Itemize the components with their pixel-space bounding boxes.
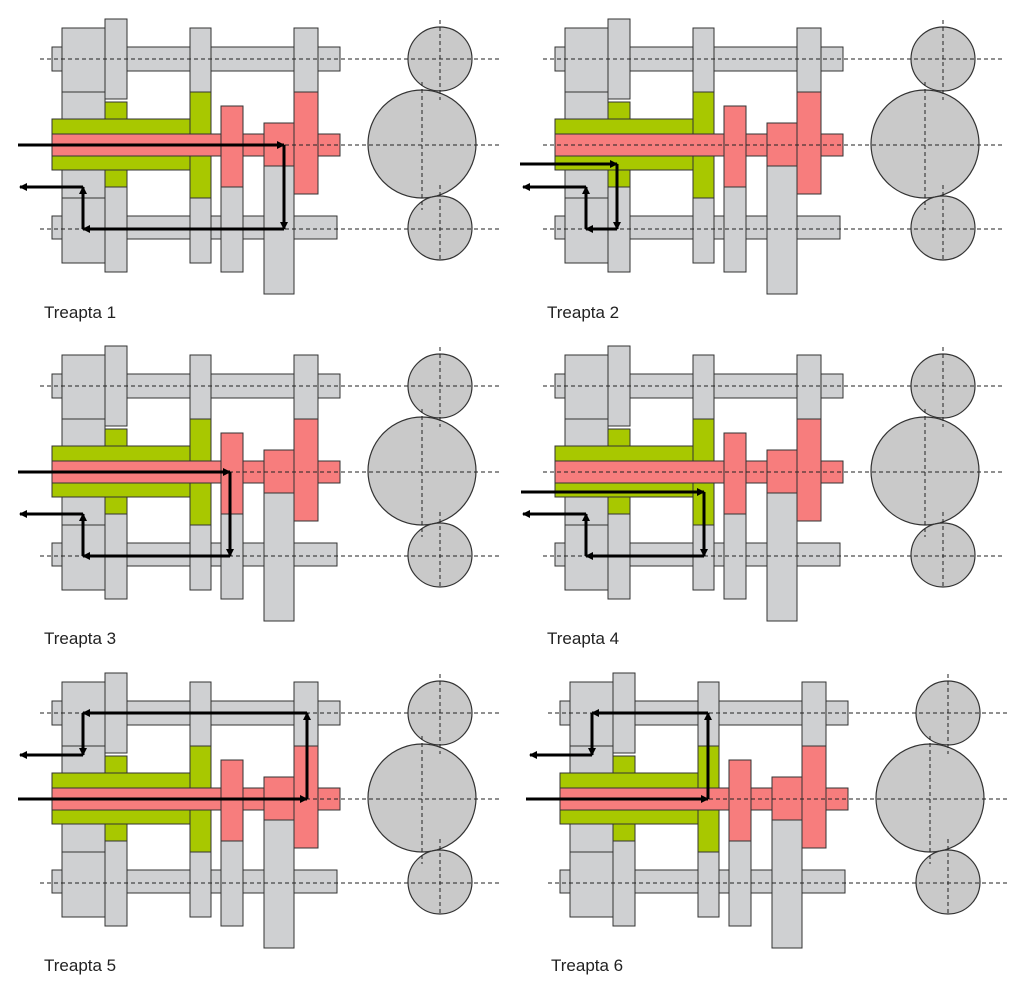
gear-4-bottom (263, 819, 295, 949)
gear-5-top (796, 27, 822, 93)
gear-1-bottom (104, 840, 128, 927)
housing-block-bottom (61, 851, 106, 918)
gear-2-bottom (692, 197, 715, 264)
housing-block-top (61, 27, 106, 93)
gear-5-middle (796, 418, 822, 522)
stage-panel-5 (18, 672, 500, 949)
gear-2-top (189, 354, 212, 420)
gear-2-top (692, 354, 715, 420)
gear-4-bottom (263, 492, 295, 622)
housing-block-bottom (569, 851, 614, 918)
gear-2-top (692, 27, 715, 93)
gear-1-top (607, 18, 631, 100)
gear-4-bottom (766, 165, 798, 295)
gear-5-top (796, 354, 822, 420)
gear-3-top (728, 759, 752, 842)
gear-2-top (189, 27, 212, 93)
gear-5-middle (801, 745, 827, 849)
stage-panel-4 (521, 345, 1003, 622)
gear-3-top (723, 432, 747, 515)
housing-block-top (564, 27, 609, 93)
gear-1-top (104, 345, 128, 427)
gear-2-bottom (697, 851, 720, 918)
housing-block-top (61, 354, 106, 420)
gear-5-middle (293, 418, 319, 522)
gear-4-bottom (771, 819, 803, 949)
stage-label-5: Treapta 5 (44, 956, 116, 975)
gear-4-bottom (766, 492, 798, 622)
gear-5-top (293, 354, 319, 420)
gear-5-top (293, 27, 319, 93)
stage-label-1: Treapta 1 (44, 303, 116, 322)
stage-panel-6 (526, 672, 1008, 949)
stage-panel-3 (18, 345, 500, 622)
gear-5-middle (293, 91, 319, 195)
gear-5-middle (796, 91, 822, 195)
stage-label-3: Treapta 3 (44, 629, 116, 648)
gear-3-top (723, 105, 747, 188)
stage-panel-1 (18, 18, 500, 295)
gear-1-bottom (612, 840, 636, 927)
housing-block-top (564, 354, 609, 420)
gear-1-top (104, 18, 128, 100)
gear-1-top (607, 345, 631, 427)
gear-2-bottom (189, 851, 212, 918)
stage-label-4: Treapta 4 (547, 629, 619, 648)
stage-panel-2 (520, 18, 1003, 295)
gear-5-top (801, 681, 827, 747)
stage-label-2: Treapta 2 (547, 303, 619, 322)
stage-label-6: Treapta 6 (551, 956, 623, 975)
